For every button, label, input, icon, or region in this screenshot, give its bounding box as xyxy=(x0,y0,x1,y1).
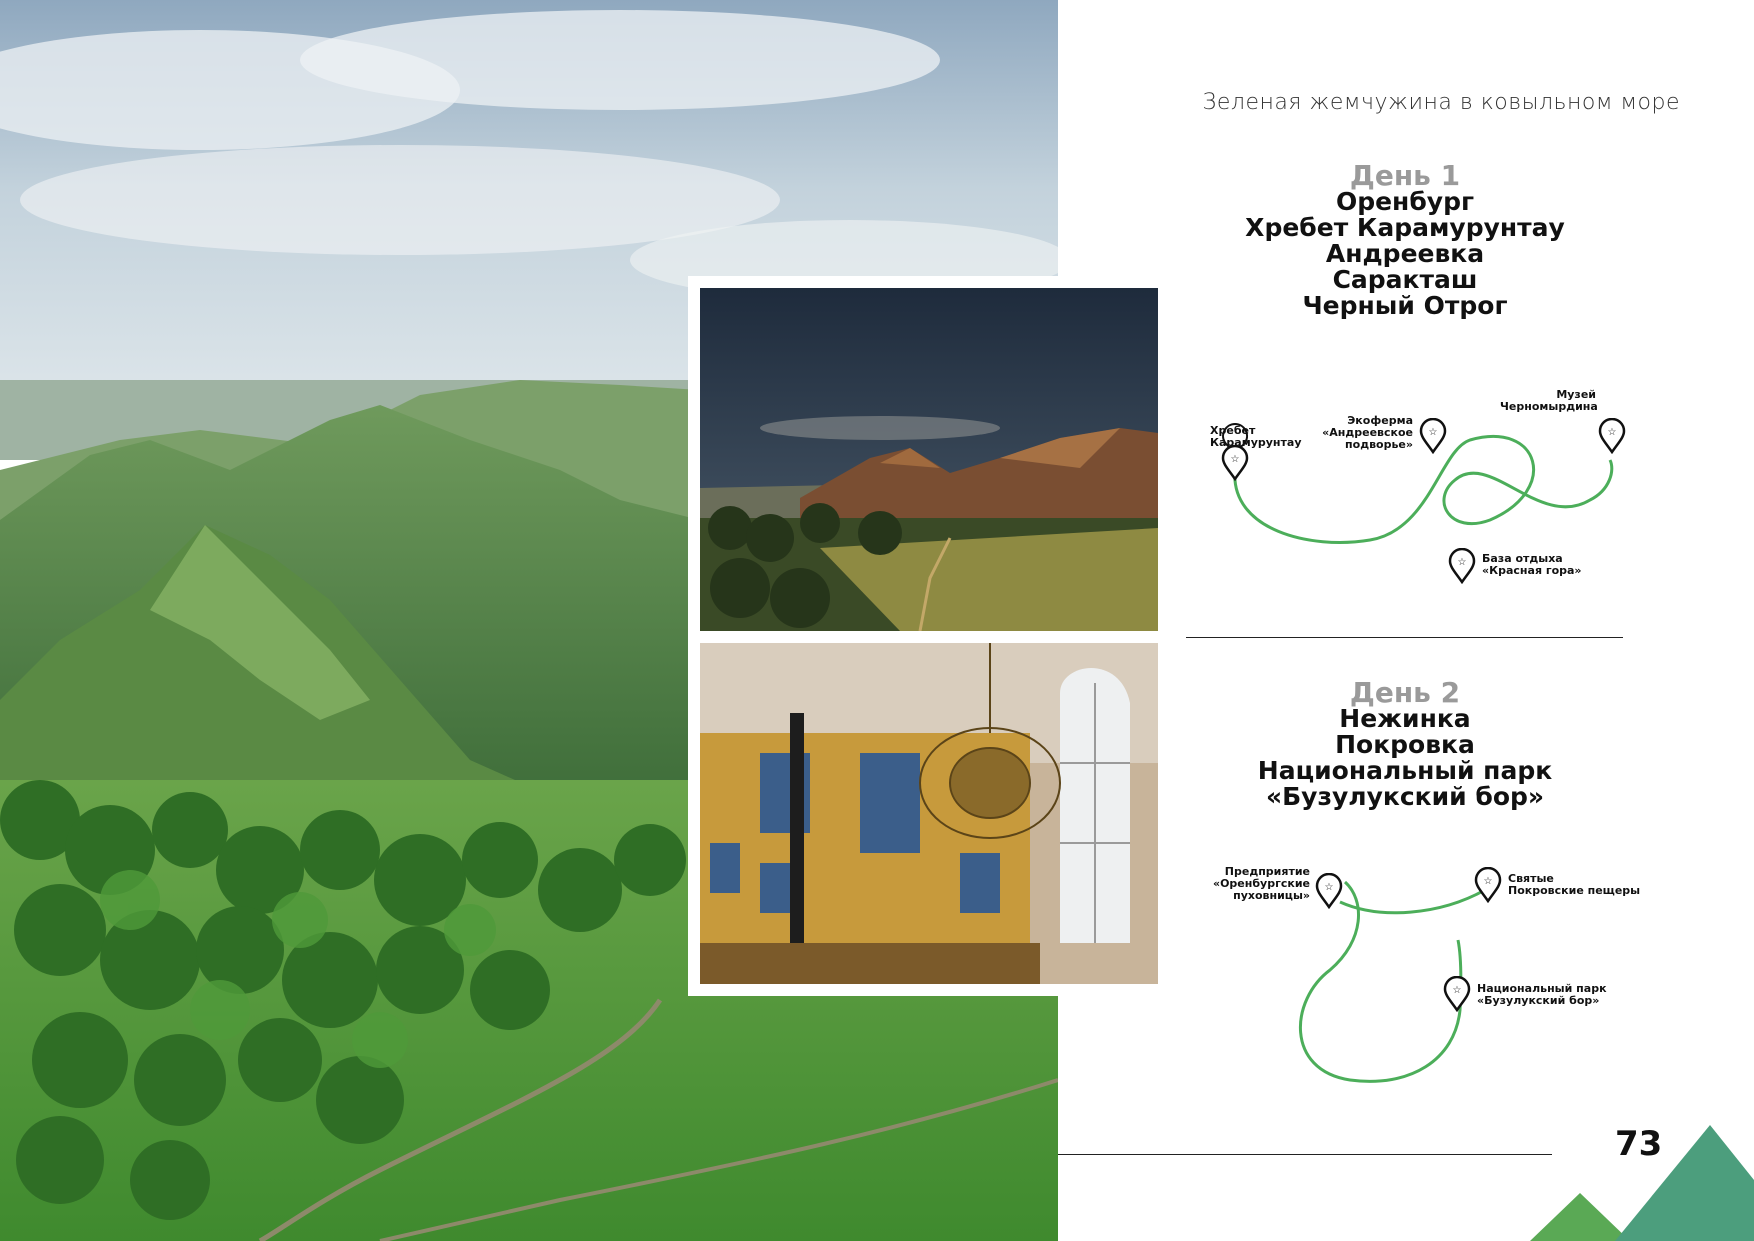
map-pin-icon: ☆ xyxy=(1221,445,1249,481)
map-pin-icon: ☆ xyxy=(1443,976,1471,1012)
svg-text:☆: ☆ xyxy=(1231,454,1240,465)
route-point-label: База отдыха«Красная гора» xyxy=(1482,552,1582,577)
day-1-route-map xyxy=(1222,423,1614,544)
stop-item: Покровка xyxy=(1335,730,1475,759)
day-2-label: День 2 xyxy=(1349,676,1461,709)
svg-text:☆: ☆ xyxy=(1608,427,1617,438)
route-point-label: Национальный парк«Бузулукский бор» xyxy=(1477,982,1607,1007)
hills-at-sunset-photo xyxy=(700,288,1158,631)
stop-item: Хребет Карамурунтау xyxy=(1245,213,1565,242)
day-1-stops: Оренбург Хребет Карамурунтау Андреевка С… xyxy=(1150,189,1660,319)
section-divider xyxy=(1186,637,1623,638)
footer-divider xyxy=(1058,1154,1552,1155)
svg-text:☆: ☆ xyxy=(1325,882,1334,893)
day-1-label: День 1 xyxy=(1349,159,1461,192)
stop-item: Национальный парк xyxy=(1257,756,1553,785)
map-pin-icon xyxy=(1222,423,1249,449)
svg-text:☆: ☆ xyxy=(1429,427,1438,438)
map-pin-icon: ☆ xyxy=(1474,867,1502,903)
map-pin-icon: ☆ xyxy=(1315,873,1343,909)
stop-item: Оренбург xyxy=(1335,187,1475,216)
map-pin-icon: ☆ xyxy=(1448,548,1476,584)
svg-text:☆: ☆ xyxy=(1484,876,1493,887)
stop-item: «Бузулукский бор» xyxy=(1265,782,1545,811)
stop-item: Нежинка xyxy=(1339,704,1471,733)
church-iconostasis-photo xyxy=(700,643,1158,984)
stop-item: Андреевка xyxy=(1325,239,1485,268)
route-line xyxy=(1339,888,1486,915)
svg-text:☆: ☆ xyxy=(1458,557,1467,568)
mountain-triangles-decoration xyxy=(1530,1125,1754,1241)
stop-item: Черный Отрог xyxy=(1302,291,1508,320)
page-number: 73 xyxy=(1615,1124,1663,1164)
map-pin-icon: ☆ xyxy=(1598,418,1626,454)
day-2-block: День 2 Нежинка Покровка Национальный пар… xyxy=(1150,679,1660,810)
page-subtitle: Зеленая жемчужина в ковыльном море xyxy=(1202,90,1680,115)
stop-item: Саракташ xyxy=(1332,265,1478,294)
day-1-block: День 1 Оренбург Хребет Карамурунтау Андр… xyxy=(1150,162,1660,319)
svg-text:☆: ☆ xyxy=(1453,985,1462,996)
route-line xyxy=(1233,434,1614,544)
map-pin-icon: ☆ xyxy=(1419,418,1447,454)
day-2-stops: Нежинка Покровка Национальный парк «Бузу… xyxy=(1150,706,1660,810)
